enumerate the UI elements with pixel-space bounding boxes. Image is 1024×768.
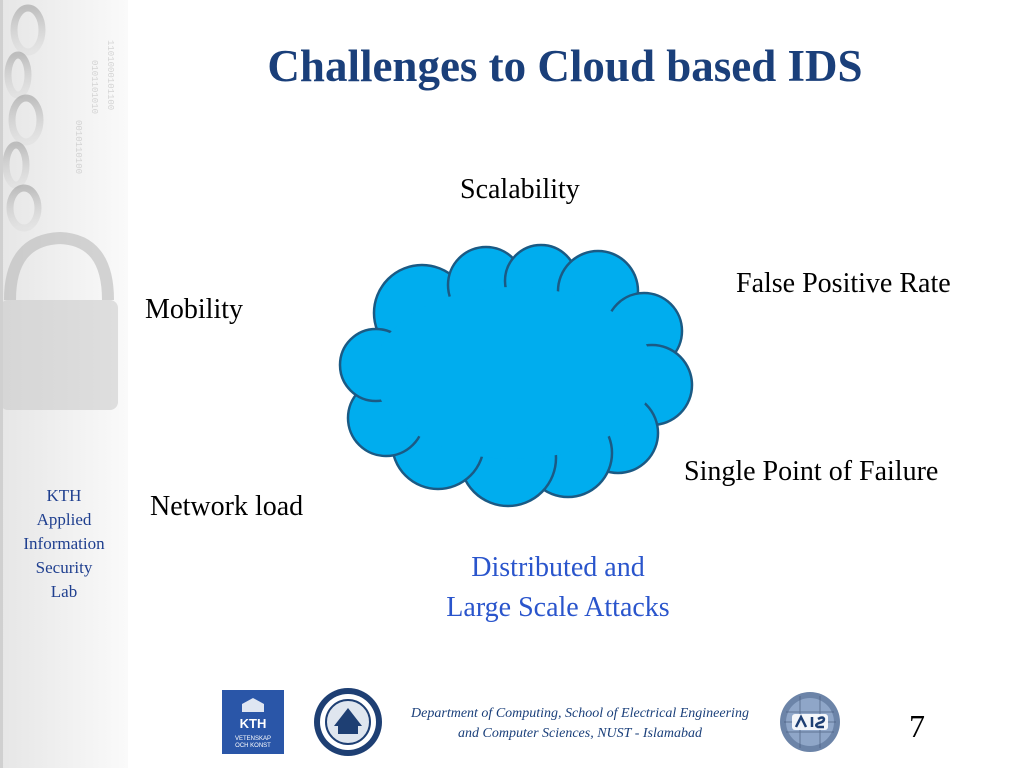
attacks-label: Distributed and Large Scale Attacks <box>408 548 708 628</box>
label-mobility: Mobility <box>145 294 244 325</box>
svg-text:0010110100: 0010110100 <box>73 120 83 174</box>
svg-text:VETENSKAP: VETENSKAP <box>235 736 271 742</box>
attacks-line: Large Scale Attacks <box>446 592 670 623</box>
kth-logo: KTH VETENSKAP OCH KONST <box>222 690 284 754</box>
sidebar: 0101101010 1101000101100 0010110100 KTH … <box>0 0 128 768</box>
svg-text:0101101010: 0101101010 <box>89 60 99 114</box>
lab-name-line: Information <box>23 534 105 553</box>
label-false-positive-rate: False Positive Rate <box>736 268 951 299</box>
page-number: 7 <box>909 708 925 744</box>
label-scalability: Scalability <box>460 174 580 205</box>
svg-text:1101000101100: 1101000101100 <box>105 40 115 110</box>
department-text: Department of Computing, School of Elect… <box>411 706 749 741</box>
nust-logo <box>314 688 382 756</box>
label-single-point-of-failure: Single Point of Failure <box>684 456 939 487</box>
ais-logo <box>780 692 840 752</box>
lab-name-line: Security <box>35 558 93 577</box>
attacks-line: Distributed and <box>471 552 645 583</box>
lab-name-line: KTH <box>46 486 82 505</box>
cloud-shape <box>338 243 694 508</box>
lab-name: KTH Applied Information Security Lab <box>0 484 128 604</box>
sidebar-divider <box>0 0 3 768</box>
slide-title: Challenges to Cloud based IDS <box>267 41 863 91</box>
lab-name-line: Applied <box>36 510 92 529</box>
padlock-chain-decoration: 0101101010 1101000101100 0010110100 <box>0 4 118 410</box>
lab-name-line: Lab <box>50 582 78 601</box>
svg-text:OCH KONST: OCH KONST <box>235 743 271 749</box>
svg-text:KTH: KTH <box>240 716 267 731</box>
label-network-load: Network load <box>150 491 304 522</box>
